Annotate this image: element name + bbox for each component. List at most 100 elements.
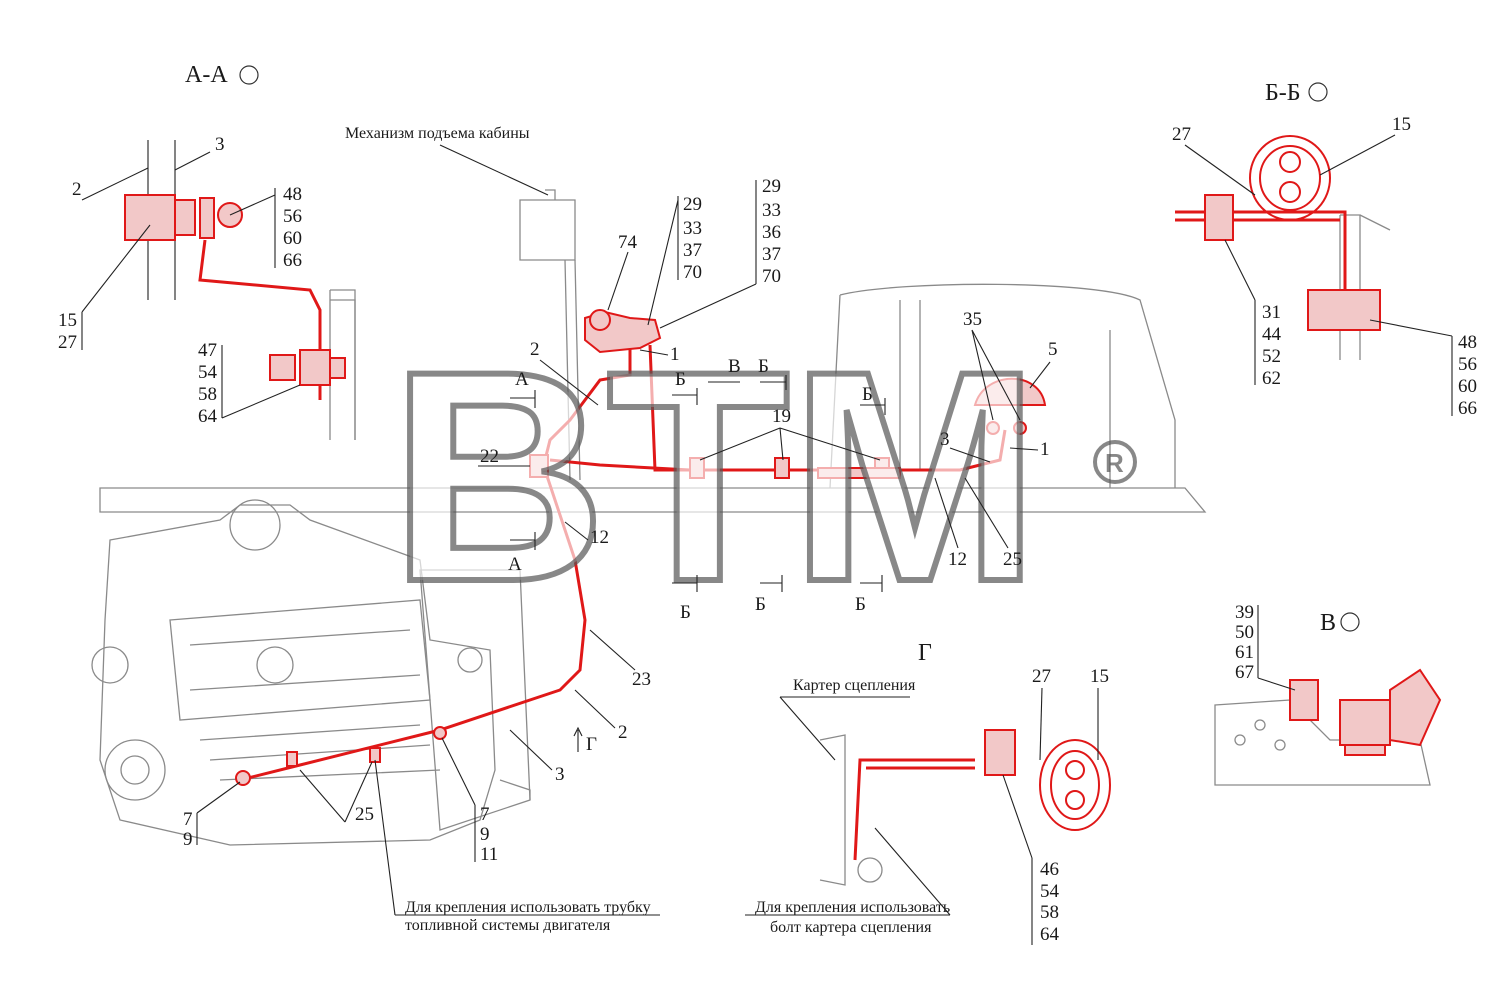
label-main-1: 1 bbox=[670, 344, 680, 365]
callout-29-a: 29 33 37 70 bbox=[647, 194, 702, 326]
section-aa-fitting bbox=[124, 194, 346, 400]
callout-aa-47: 47 54 58 64 bbox=[198, 340, 301, 427]
label-main-3: 3 bbox=[940, 429, 950, 450]
note-cab-mechanism: Механизм подъема кабины bbox=[345, 125, 530, 142]
label-main-19: 19 bbox=[772, 406, 791, 427]
label-section-b-2: Б bbox=[758, 356, 769, 377]
note-clutch-bolt-2: болт картера сцепления bbox=[770, 919, 932, 936]
callout-v-39: 39 50 61 67 bbox=[1235, 602, 1296, 691]
svg-text:9: 9 bbox=[183, 829, 193, 850]
label-engine-2: 2 bbox=[618, 722, 628, 743]
svg-text:33: 33 bbox=[683, 218, 702, 239]
callout-aa-15: 15 27 bbox=[58, 224, 151, 353]
svg-text:29: 29 bbox=[762, 176, 781, 197]
svg-text:70: 70 bbox=[762, 266, 781, 287]
label-main-1b: 1 bbox=[1040, 439, 1050, 460]
svg-text:66: 66 bbox=[1458, 398, 1477, 419]
engine-outline bbox=[91, 499, 531, 846]
section-title-bb: Б-Б bbox=[1265, 80, 1301, 106]
svg-text:48: 48 bbox=[1458, 332, 1477, 353]
note-clutch-bolt-1: Для крепления использовать bbox=[755, 899, 950, 916]
section-aa-outline bbox=[147, 140, 356, 440]
svg-text:56: 56 bbox=[283, 206, 302, 227]
label-engine-3: 3 bbox=[555, 764, 565, 785]
section-bb-clamp bbox=[1175, 135, 1381, 331]
svg-text:54: 54 bbox=[198, 362, 218, 383]
svg-text:60: 60 bbox=[283, 228, 302, 249]
svg-text:70: 70 bbox=[683, 262, 702, 283]
svg-text:7: 7 bbox=[480, 804, 490, 825]
callout-aa-48: 48 56 60 66 bbox=[229, 184, 302, 271]
svg-text:50: 50 bbox=[1235, 622, 1254, 643]
label-section-b-3: Б bbox=[862, 384, 873, 405]
svg-text:37: 37 bbox=[762, 244, 781, 265]
label-section-a-top: А bbox=[515, 369, 529, 390]
svg-text:R: R bbox=[1105, 448, 1124, 478]
svg-text:67: 67 bbox=[1235, 662, 1254, 683]
svg-text:9: 9 bbox=[480, 824, 490, 845]
label-section-b-6: Б bbox=[855, 594, 866, 615]
section-title-aa: А-А bbox=[185, 62, 228, 88]
label-aa-2: 2 bbox=[72, 179, 82, 200]
label-section-b-1: Б bbox=[675, 369, 686, 390]
callout-g-46: 46 54 58 64 bbox=[1002, 774, 1060, 945]
svg-text:36: 36 bbox=[762, 222, 781, 243]
label-engine-25: 25 bbox=[355, 804, 374, 825]
callout-engine-7-9: 7 9 bbox=[183, 781, 241, 850]
svg-text:33: 33 bbox=[762, 200, 781, 221]
rotation-icon bbox=[1308, 82, 1328, 102]
label-section-b-5: Б bbox=[755, 594, 766, 615]
section-g-outline bbox=[819, 734, 883, 886]
section-v-valve bbox=[1289, 668, 1442, 756]
rotation-icon bbox=[239, 65, 259, 85]
svg-text:61: 61 bbox=[1235, 642, 1254, 663]
section-g-clamp bbox=[853, 729, 1111, 861]
label-bb-15: 15 bbox=[1392, 114, 1411, 135]
label-aa-3: 3 bbox=[215, 134, 225, 155]
label-main-35: 35 bbox=[963, 309, 982, 330]
svg-text:11: 11 bbox=[480, 844, 498, 865]
svg-text:27: 27 bbox=[58, 332, 77, 353]
label-main-12a: 12 bbox=[590, 527, 609, 548]
svg-text:66: 66 bbox=[283, 250, 302, 271]
svg-text:64: 64 bbox=[1040, 924, 1060, 945]
label-g-27: 27 bbox=[1032, 666, 1051, 687]
callout-bb-48: 48 56 60 66 bbox=[1369, 319, 1477, 419]
svg-text:37: 37 bbox=[683, 240, 702, 261]
svg-text:58: 58 bbox=[198, 384, 217, 405]
section-title-v: В bbox=[1320, 610, 1336, 636]
label-main-12b: 12 bbox=[948, 549, 967, 570]
svg-text:31: 31 bbox=[1262, 302, 1281, 323]
svg-text:62: 62 bbox=[1262, 368, 1281, 389]
svg-text:64: 64 bbox=[198, 406, 218, 427]
svg-text:58: 58 bbox=[1040, 902, 1059, 923]
svg-text:56: 56 bbox=[1458, 354, 1477, 375]
callout-engine-7-9-11: 7 9 11 bbox=[441, 737, 498, 865]
label-section-v: В bbox=[728, 356, 741, 377]
label-view-g: Г bbox=[586, 734, 597, 755]
svg-text:7: 7 bbox=[183, 809, 193, 830]
note-clutch-housing: Картер сцепления bbox=[793, 677, 916, 694]
svg-text:52: 52 bbox=[1262, 346, 1281, 367]
svg-text:54: 54 bbox=[1040, 881, 1060, 902]
note-fuel-tube-2: топливной системы двигателя bbox=[405, 917, 611, 934]
svg-text:44: 44 bbox=[1262, 324, 1282, 345]
svg-text:29: 29 bbox=[683, 194, 702, 215]
frame-outline bbox=[99, 189, 1391, 513]
label-engine-23: 23 bbox=[632, 669, 651, 690]
svg-text:15: 15 bbox=[58, 310, 77, 331]
label-bb-27: 27 bbox=[1172, 124, 1191, 145]
label-74: 74 bbox=[618, 232, 638, 253]
btm-watermark: BTM R bbox=[387, 305, 1137, 647]
callout-29-b: 29 33 36 37 70 bbox=[659, 176, 781, 329]
label-section-b-4: Б bbox=[680, 602, 691, 623]
rotation-icon bbox=[1340, 612, 1360, 632]
label-main-22: 22 bbox=[480, 446, 499, 467]
note-fuel-tube-1: Для крепления использовать трубку bbox=[405, 899, 651, 916]
label-main-2: 2 bbox=[530, 339, 540, 360]
label-main-25: 25 bbox=[1003, 549, 1022, 570]
pipeline-main bbox=[235, 309, 1047, 786]
svg-text:47: 47 bbox=[198, 340, 217, 361]
